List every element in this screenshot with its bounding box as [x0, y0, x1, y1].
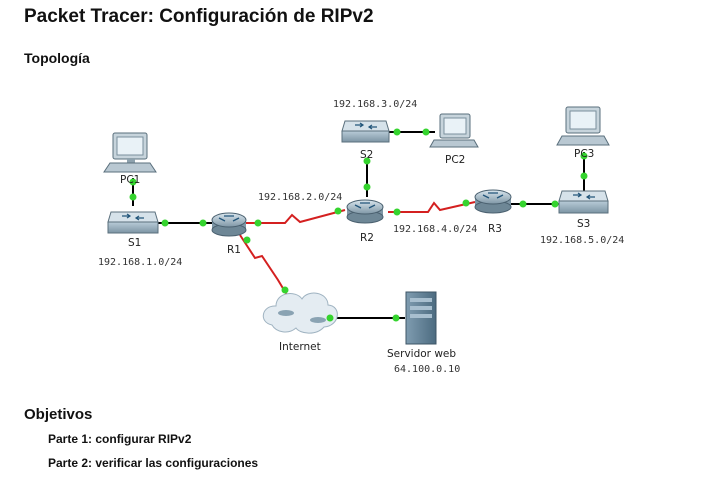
link-r1-r2 — [245, 209, 346, 224]
lan4-label: 192.168.4.0/24 — [393, 224, 477, 235]
switch-s1-icon — [107, 211, 159, 234]
page-title: Packet Tracer: Configuración de RIPv2 — [24, 6, 374, 27]
objective-part-1: Parte 1: configurar RIPv2 — [48, 432, 192, 446]
switch-s3-icon — [558, 190, 609, 214]
topology-diagram: PC1 S1 192.168.1.0/24 R1 192.168.2.0/24 … — [98, 99, 624, 375]
router-r1-icon — [211, 212, 247, 237]
link-r1-internet — [239, 234, 291, 301]
pc2-icon — [429, 113, 479, 148]
link-r2-r3 — [388, 201, 476, 213]
switch-s2-icon — [341, 120, 390, 143]
web-server-icon — [405, 291, 437, 345]
server-label: Servidor web — [387, 348, 456, 360]
pc2-label: PC2 — [445, 154, 465, 166]
router-r2-icon — [346, 199, 384, 224]
s2-label: S2 — [360, 149, 373, 161]
s3-label: S3 — [577, 218, 590, 230]
server-ip-label: 64.100.0.10 — [394, 364, 460, 375]
router-r3-icon — [474, 189, 512, 214]
internet-cloud-icon — [262, 292, 338, 334]
r1-label: R1 — [227, 244, 241, 256]
pc3-icon — [556, 106, 610, 146]
lan1-label: 192.168.1.0/24 — [98, 257, 182, 268]
topology-heading: Topología — [24, 50, 90, 66]
internet-label: Internet — [279, 341, 321, 353]
pc1-label: PC1 — [120, 174, 140, 186]
s1-label: S1 — [128, 237, 141, 249]
lan5-label: 192.168.5.0/24 — [540, 235, 624, 246]
lan2-label: 192.168.2.0/24 — [258, 192, 342, 203]
objectives-heading: Objetivos — [24, 406, 93, 423]
lan3-label: 192.168.3.0/24 — [333, 99, 417, 110]
pc1-icon — [103, 132, 157, 173]
pc3-label: PC3 — [574, 148, 594, 160]
port-indicators — [129, 128, 588, 322]
r2-label: R2 — [360, 232, 374, 244]
objective-part-2: Parte 2: verificar las configuraciones — [48, 456, 259, 470]
r3-label: R3 — [488, 223, 502, 235]
